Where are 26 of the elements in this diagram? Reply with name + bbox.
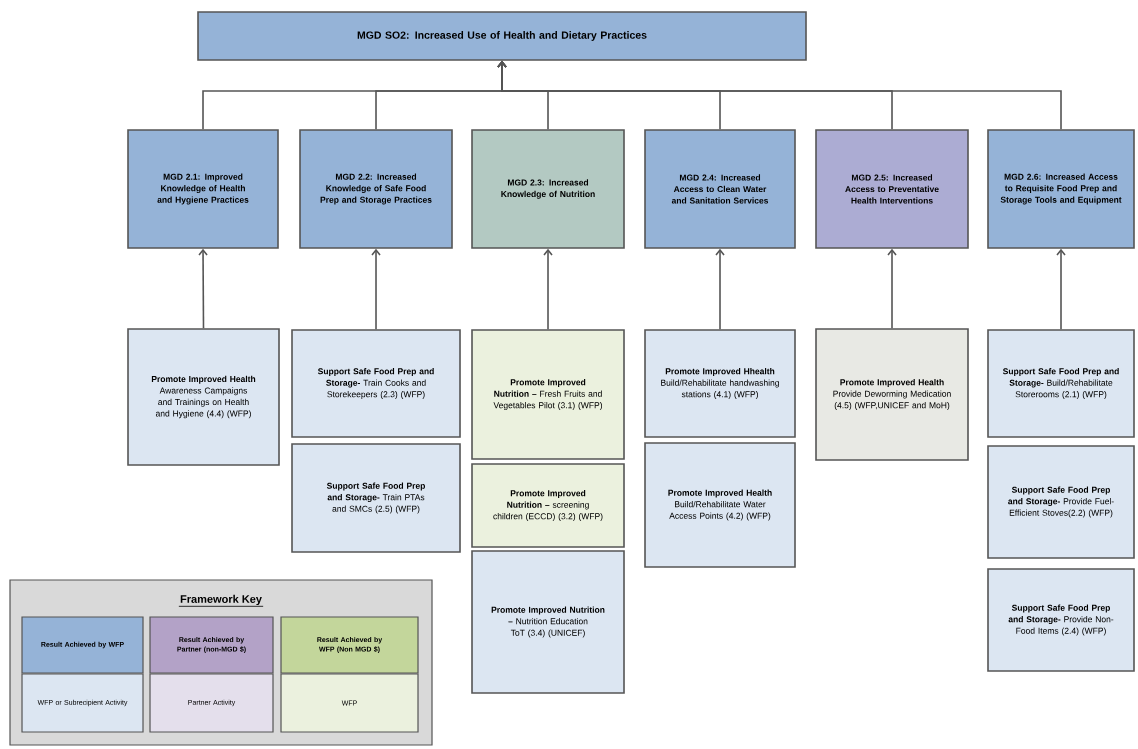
activity-box: Promote Improved Health Awareness Campaigns and Trainings on Health and Hygiene (4.4) (WFP) <box>127 328 280 466</box>
result-box: MGD 2.3: Increased Knowledge of Nutrition <box>471 129 625 249</box>
result-box: MGD 2.1: Improved Knowledge of Health and Hygiene Practices <box>127 129 279 249</box>
arrow <box>371 248 381 330</box>
arrow <box>715 248 725 330</box>
activity-box: Promote Improved Nutrition – Fresh Fruits and Vegetables Pilot (3.1) (WFP) <box>471 329 625 460</box>
arrow <box>1056 248 1066 330</box>
activity-box: Promote Improved Hhealth Build/Rehabilitate handwashing stations (4.1) (WFP) <box>644 329 796 438</box>
result-box: MGD 2.4: Increased Access to Clean Water and Sanitation Services <box>644 129 796 249</box>
arrow <box>198 248 208 329</box>
activity-box: Support Safe Food Prep and Storage- Build/Rehabilitate Storerooms (2.1) (WFP) <box>987 329 1135 438</box>
activity-box: Support Safe Food Prep and Storage- Provide Non-Food Items (2.4) (WFP) <box>987 568 1135 672</box>
activity-box: Promote Improved Nutrition – screening children (ECCD) (3.2) (WFP) <box>471 463 625 548</box>
arrow <box>497 60 1062 130</box>
activity-box: Promote Improved Health Provide Deworming Medication (4.5) (WFP,UNICEF and MoH) <box>815 328 969 461</box>
goal-box: MGD SO2: Increased Use of Health and Dietary Practices <box>197 11 807 61</box>
activity-box: Support Safe Food Prep and Storage- Provide Fuel-Efficient Stoves(2.2) (WFP) <box>987 445 1135 559</box>
activity-box: Support Safe Food Prep and Storage- Train PTAs and SMCs (2.5) (WFP) <box>291 443 461 553</box>
result-box: MGD 2.6: Increased Access to Requisite Food Prep and Storage Tools and Equipment <box>987 129 1135 249</box>
arrow <box>543 248 553 330</box>
result-box: MGD 2.2: Increased Knowledge of Safe Food Prep and Storage Practices <box>299 129 453 249</box>
result-box: MGD 2.5: Increased Access to Preventative Health Interventions <box>815 129 969 249</box>
activity-box: Promote Improved Nutrition – Nutrition Education ToT (3.4) (UNICEF) <box>471 550 625 694</box>
activity-box: Promote Improved Health Build/Rehabilitate Water Access Points (4.2) (WFP) <box>644 442 796 568</box>
activity-box: Support Safe Food Prep and Storage- Train Cooks and Storekeepers (2.3) (WFP) <box>291 329 461 438</box>
arrow <box>887 248 897 329</box>
